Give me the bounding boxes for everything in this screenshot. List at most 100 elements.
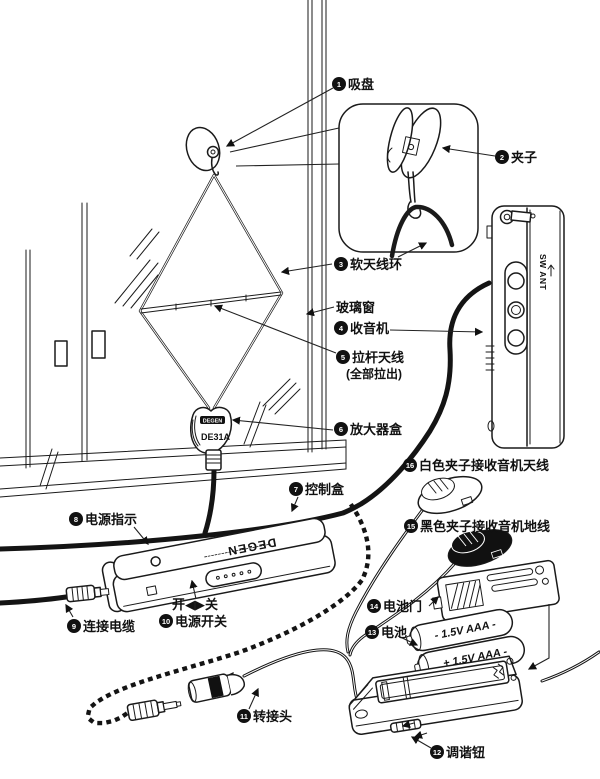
callout-12: 12 调谐钮 — [430, 745, 485, 760]
callout-13: 13 电池 — [365, 625, 407, 640]
strap-loop — [487, 420, 495, 432]
battery-spring — [492, 663, 505, 679]
amplifier-brand: DEGEN — [203, 419, 223, 425]
callouts: 1 吸盘 2 夹子 3 软天线环 玻璃窗 4 收音机 5 拉杆天线 (全部拉出)… — [67, 77, 550, 760]
callout-9-label: 连接电缆 — [83, 619, 135, 634]
callout-15-label: 黑色夹子接收音机地线 — [420, 519, 550, 534]
battery-door — [432, 559, 560, 622]
svg-text:3: 3 — [339, 260, 343, 269]
plug-cable — [0, 594, 69, 606]
radio: SW ANT — [485, 205, 565, 449]
svg-text:2: 2 — [500, 153, 504, 162]
callout-3: 3 软天线环 — [334, 257, 402, 272]
antenna-jack — [507, 272, 525, 290]
tuner-unit — [348, 650, 600, 739]
svg-text:15: 15 — [407, 522, 415, 531]
volume-wheel — [485, 345, 495, 371]
svg-text:1: 1 — [337, 80, 341, 89]
loop-antenna — [138, 126, 284, 410]
white-clip — [345, 475, 483, 654]
adapter-assembly — [126, 648, 360, 722]
amplifier-model: DE31A — [201, 432, 231, 442]
connection-plug — [65, 584, 110, 603]
connection-cable — [0, 280, 492, 552]
callout-1-label: 吸盘 — [348, 77, 374, 92]
dotted-cable — [86, 502, 371, 726]
callout-11: 11 转接头 — [237, 709, 292, 724]
callout-11-label: 转接头 — [253, 709, 292, 724]
svg-text:7: 7 — [294, 485, 298, 494]
folded-antenna — [499, 209, 536, 225]
window-handle-left — [54, 340, 68, 367]
svg-text:8: 8 — [74, 515, 78, 524]
svg-text:10: 10 — [162, 617, 170, 626]
callout-2-label: 夹子 — [511, 150, 537, 165]
callout-10-label: 电源开关 — [175, 614, 227, 629]
callout-4: 4 收音机 — [334, 321, 389, 336]
svg-text:4: 4 — [339, 324, 344, 333]
amplifier-cable — [202, 467, 217, 536]
leader-lines — [65, 87, 496, 749]
callout-16: 16 白色夹子接收音机天线 — [403, 458, 549, 473]
glass-window-label: 玻璃窗 — [336, 300, 375, 315]
callout-8: 8 电源指示 — [69, 512, 137, 527]
amplifier-box: DEGEN DE31A — [190, 406, 233, 471]
cables — [0, 280, 492, 606]
callout-9: 9 连接电缆 — [67, 619, 135, 634]
callout-7-label: 控制盒 — [305, 482, 345, 497]
callout-13-label: 电池 — [381, 625, 407, 640]
radio-port-label: SW ANT — [538, 254, 548, 291]
svg-text:5: 5 — [341, 353, 345, 362]
glass-reflections — [39, 228, 301, 490]
telescopic-rod — [140, 291, 282, 314]
control-box-top — [113, 517, 326, 581]
loop-wire-in-clip — [389, 204, 455, 259]
suction-cup — [185, 126, 221, 172]
callout-6: 6 放大器盒 — [334, 422, 403, 437]
svg-text:16: 16 — [406, 461, 414, 470]
door-guide-line — [527, 604, 550, 670]
adapter-plug — [126, 699, 182, 722]
jack-3 — [507, 329, 525, 347]
svg-text:6: 6 — [339, 425, 343, 434]
callout-6-label: 放大器盒 — [349, 422, 403, 437]
callout-15: 15 黑色夹子接收音机地线 — [404, 519, 550, 534]
window-frame — [0, 0, 347, 498]
callout-8-label: 电源指示 — [85, 512, 137, 527]
amplifier-plug — [205, 449, 222, 471]
clip-illustration — [386, 107, 455, 259]
svg-text:13: 13 — [368, 628, 376, 637]
callout-10: 10 电源开关 — [159, 614, 227, 629]
power-switch — [205, 562, 262, 588]
callout-5: 5 拉杆天线 (全部拉出) — [336, 350, 404, 381]
jack-2 — [507, 301, 525, 319]
callout-4-label: 收音机 — [350, 321, 389, 336]
callout-1: 1 吸盘 — [332, 77, 374, 92]
hook — [210, 157, 219, 176]
soft-antenna-loop — [138, 173, 284, 410]
black-clip — [348, 529, 513, 657]
svg-text:9: 9 — [72, 622, 76, 631]
switch-markings: 开◀▶关 — [172, 597, 218, 612]
adapter-body — [187, 672, 246, 703]
amplifier-brand-badge — [200, 416, 225, 424]
callout-7: 7 控制盒 — [289, 482, 345, 497]
svg-text:14: 14 — [370, 602, 379, 611]
svg-text:11: 11 — [240, 712, 248, 721]
clip-inset — [229, 103, 479, 259]
svg-text:12: 12 — [433, 748, 441, 757]
window-sill — [0, 439, 347, 498]
window-handle-right — [91, 330, 106, 359]
callout-14: 14 电池门 — [367, 599, 422, 614]
callout-3-label: 软天线环 — [350, 257, 402, 272]
callout-5-label-line2: (全部拉出) — [346, 366, 402, 381]
power-led — [150, 556, 161, 567]
antenna-symbol-icon — [547, 264, 555, 277]
callout-2: 2 夹子 — [495, 150, 537, 165]
callout-12-label: 调谐钮 — [446, 745, 485, 760]
callout-14-label: 电池门 — [383, 599, 422, 614]
control-box: DEGEN — [101, 517, 336, 613]
callout-16-label: 白色夹子接收音机天线 — [419, 458, 549, 473]
